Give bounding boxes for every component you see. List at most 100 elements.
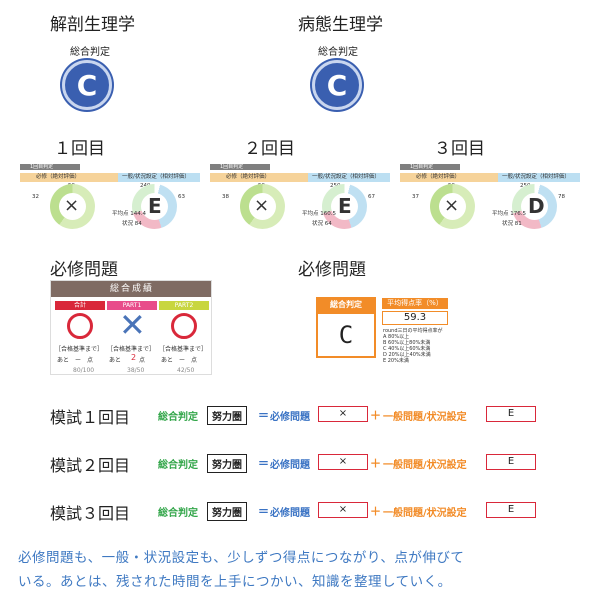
- avg2-label: 状況 64: [312, 221, 332, 227]
- summary-line-2: いる。あとは、残された時間を上手につかい、知識を整理していく。: [18, 574, 452, 590]
- score-total: 80/100: [73, 367, 95, 374]
- overall-label: 総合判定: [158, 460, 198, 471]
- summary-line-1: 必修問題も、一般・状況設定も、少しずつ得点につながり、点が伸びて: [18, 550, 465, 566]
- grade-badge-pathophysiology: C: [312, 60, 362, 110]
- effort-zone-box: 努力圏: [207, 406, 247, 425]
- general-label: 一般問題/状況設定: [383, 412, 467, 423]
- rest-value: ー: [75, 357, 82, 364]
- hisshu-mark: ×: [64, 195, 80, 216]
- criteria-note: ［合格基準まで］: [107, 346, 156, 353]
- card-header: 1回目判定: [210, 164, 270, 170]
- hisshu-label: 必修問題: [270, 508, 310, 519]
- general-label: 一般問題/状況設定: [383, 460, 467, 471]
- hisshu-mark: ×: [444, 195, 460, 216]
- col-head-part1: PART1: [107, 301, 157, 310]
- equals-sign: ＝: [258, 505, 269, 518]
- hisshu-label: 必修問題: [270, 460, 310, 471]
- general-band: 一般/状況設定（相対評価）: [118, 173, 200, 182]
- general-band: 一般/状況設定（相対評価）: [308, 173, 390, 182]
- summary-text: 必修問題も、一般・状況設定も、少しずつ得点につながり、点が伸びて いる。あとは、…: [18, 546, 464, 594]
- general-grade: D: [528, 194, 545, 218]
- left-score: 37: [412, 194, 419, 200]
- round-card-1: 1回目判定 必修（絶対評価） 一般/状況設定（相対評価） 50 32 × 249…: [20, 164, 200, 229]
- subject-title-pathophysiology: 病態生理学: [298, 15, 383, 35]
- rest-value: 2: [131, 353, 137, 362]
- general-grade: E: [148, 194, 162, 218]
- general-grade: E: [338, 194, 352, 218]
- hisshu-title-left: 必修問題: [50, 260, 118, 280]
- right-point: 67: [368, 194, 375, 200]
- plus-sign: ＋: [370, 409, 381, 422]
- general-donut: [322, 184, 367, 229]
- round-title-2: ２回目: [244, 139, 295, 159]
- hisshu-label: 必修問題: [270, 412, 310, 423]
- general-donut: [512, 184, 557, 229]
- round-card-3: 1回目判定 必修（絶対評価） 一般/状況設定（相対評価） 50 37 × 250…: [400, 164, 580, 229]
- general-label: 一般問題/状況設定: [383, 508, 467, 519]
- overall-judgment-label: 総合判定: [318, 47, 358, 58]
- subject-title-anatomy: 解剖生理学: [50, 15, 135, 35]
- mock-title: 模試２回目: [50, 456, 131, 475]
- pass-circle-icon: [67, 313, 93, 339]
- left-score: 38: [222, 194, 229, 200]
- card-header: 1回目判定: [400, 164, 460, 170]
- overall-judgment-label: 総合判定: [70, 47, 110, 58]
- hisshu-donut: [240, 184, 285, 229]
- avg-rate-label: 平均得点率（%）: [382, 298, 448, 309]
- hisshu-result-box: ×: [318, 454, 368, 470]
- mock-row-2: 模試２回目 総合判定 努力圏 ＝ 必修問題 × ＋ 一般問題/状況設定 E: [50, 448, 550, 478]
- equals-sign: ＝: [258, 409, 269, 422]
- rest-unit: 点: [191, 357, 198, 364]
- hisshu-band: 必修（絶対評価）: [20, 173, 118, 182]
- left-score: 32: [32, 194, 39, 200]
- effort-zone-box: 努力圏: [207, 502, 247, 521]
- general-result-box: E: [486, 502, 536, 518]
- right-point: 78: [558, 194, 565, 200]
- hisshu-result-box: ×: [318, 502, 368, 518]
- rest-unit: 点: [87, 357, 94, 364]
- criteria-note: ［合格基準まで］: [159, 346, 208, 353]
- col-head-part2: PART2: [159, 301, 209, 310]
- general-donut: [132, 184, 177, 229]
- rest-label: あと: [161, 357, 174, 364]
- avg-label: 平均点 160.5: [302, 211, 336, 217]
- avg2-label: 状況 81: [502, 221, 522, 227]
- general-band: 一般/状況設定（相対評価）: [498, 173, 580, 182]
- round-card-2: 1回目判定 必修（絶対評価） 一般/状況設定（相対評価） 50 38 × 250…: [210, 164, 390, 229]
- round-title-1: １回目: [54, 139, 105, 159]
- hisshu-donut: [430, 184, 475, 229]
- avg-label: 平均点 176.5: [492, 211, 526, 217]
- mock-title: 模試３回目: [50, 504, 131, 523]
- avg2-label: 状況 84: [122, 221, 142, 227]
- effort-zone-box: 努力圏: [207, 454, 247, 473]
- rest-unit: 点: [139, 357, 146, 364]
- score-part1: 38/50: [127, 367, 145, 374]
- score-part2: 42/50: [177, 367, 195, 374]
- hisshu-result-box: ×: [318, 406, 368, 422]
- pass-circle-icon: [171, 313, 197, 339]
- general-result-box: E: [486, 406, 536, 422]
- rest-value: ー: [179, 357, 186, 364]
- hisshu-band: 必修（絶対評価）: [400, 173, 498, 182]
- hisshu-score-card: 総合成績 合計 PART1 PART2 ✕ ［合格基準まで］ ［合格基準まで］ …: [50, 280, 212, 375]
- equals-sign: ＝: [258, 457, 269, 470]
- grade-legend: round三日の平均得点率が A 80%以上 B 60%以上80%未満 C 40…: [383, 328, 443, 364]
- round-title-3: ３回目: [434, 139, 485, 159]
- plus-sign: ＋: [370, 505, 381, 518]
- hisshu-donut: [50, 184, 95, 229]
- hisshu-band: 必修（絶対評価）: [210, 173, 308, 182]
- general-result-box: E: [486, 454, 536, 470]
- mock-row-1: 模試１回目 総合判定 努力圏 ＝ 必修問題 × ＋ 一般問題/状況設定 E: [50, 400, 550, 430]
- rest-label: あと: [109, 357, 122, 364]
- right-point: 63: [178, 194, 185, 200]
- grade-badge-anatomy: C: [62, 60, 112, 110]
- rest-label: あと: [57, 357, 70, 364]
- overall-label: 総合判定: [158, 508, 198, 519]
- plus-sign: ＋: [370, 457, 381, 470]
- mock-row-3: 模試３回目 総合判定 努力圏 ＝ 必修問題 × ＋ 一般問題/状況設定 E: [50, 496, 550, 526]
- hisshu-mark: ×: [254, 195, 270, 216]
- avg-rate-value: 59.3: [382, 311, 448, 325]
- judge-value: C: [316, 312, 376, 358]
- criteria-note: ［合格基準まで］: [55, 346, 104, 353]
- hisshu-title-right: 必修問題: [298, 260, 366, 280]
